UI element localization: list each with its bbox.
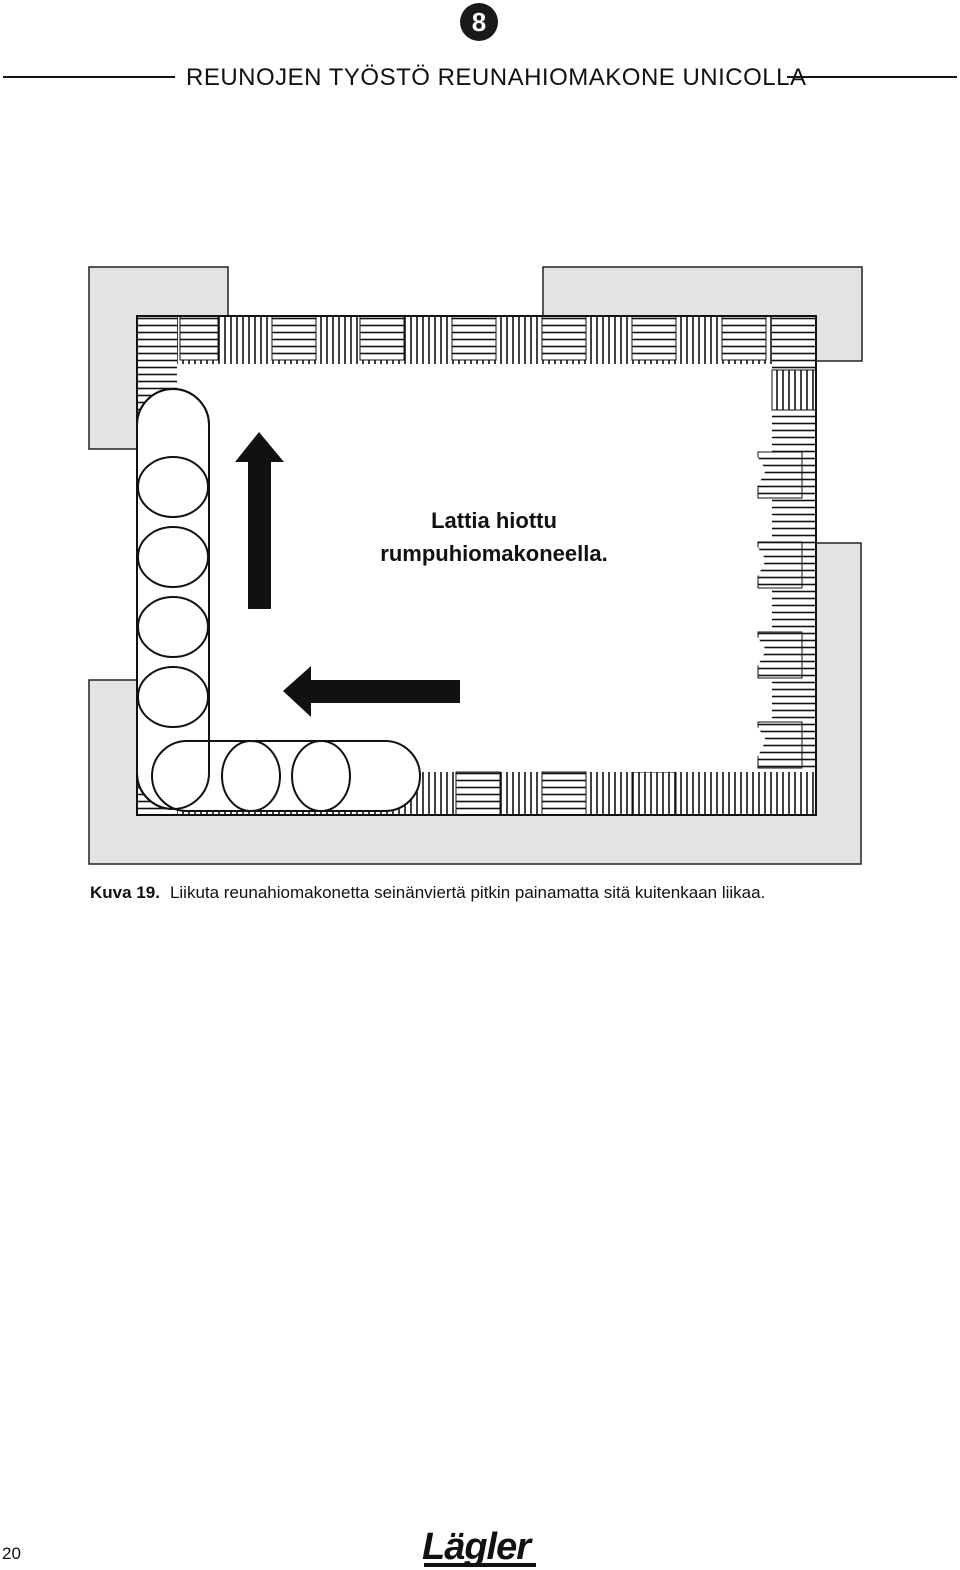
arrow-left-icon [283,666,460,717]
page-number: 20 [2,1544,21,1563]
arrow-up-icon [235,432,284,609]
sanded-floor-area [200,364,766,772]
edge-sander-pass-horizontal [136,388,421,812]
caption-label: Kuva 19. [90,883,160,902]
parquet-blocks-top [179,315,767,361]
floor-label-line2: rumpuhiomakoneella. [380,541,607,566]
caption-text: Liikuta reunahiomakonetta seinänviertä p… [169,883,766,902]
floor-label-line1: Lattia hiottu [431,508,557,533]
header-rule-left [3,76,175,78]
parquet-blocks-bottom [455,771,677,816]
brand-logo: Lägler [422,1526,531,1568]
section-number-badge: 8 [460,3,498,41]
brand-logo-underline [424,1563,536,1567]
figure-caption: Kuva 19. Liikuta reunahiomakonetta seinän… [90,883,765,903]
page-title: REUNOJEN TYÖSTÖ REUNAHIOMAKONE UNICOLLA [186,64,807,91]
edge-sanding-diagram: Lattia hiottu rumpuhiomakoneella. [88,266,863,865]
parquet-blocks-right [757,369,817,769]
header-rule-right [787,76,957,78]
